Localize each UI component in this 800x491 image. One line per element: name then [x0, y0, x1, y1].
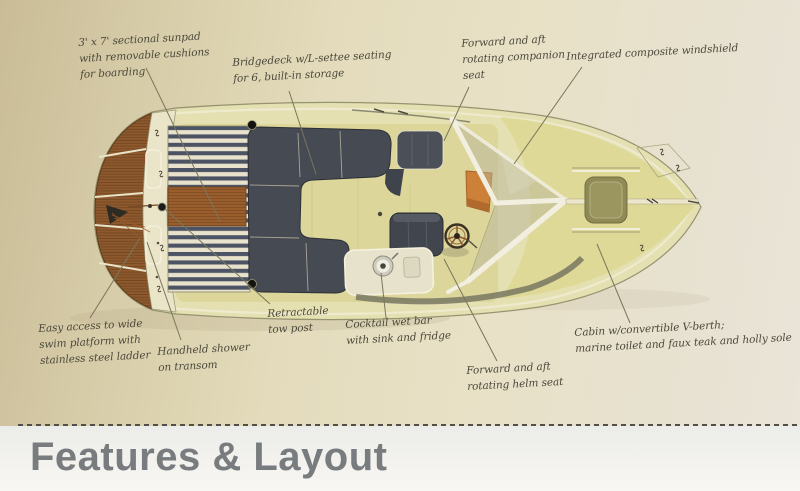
- floor-drain: [377, 211, 383, 217]
- helm-shadow: [441, 247, 469, 257]
- leader-wet-bar: [380, 272, 387, 319]
- companion-seat-cushion-shadow: [467, 198, 489, 212]
- leader-windshield: [513, 66, 583, 165]
- flag-staff: [127, 204, 159, 208]
- bow-cleats: [639, 148, 681, 252]
- leader-cabin: [596, 243, 631, 324]
- leader-tow-post: [164, 208, 271, 305]
- companion-seat: [396, 130, 444, 170]
- bow-centerline: [565, 198, 699, 205]
- companion-seat-base: [385, 169, 404, 196]
- flag-streamers: [111, 212, 151, 239]
- screw: [155, 275, 159, 279]
- page-heading: Features & Layout: [30, 435, 388, 479]
- centerline-cleat: [646, 198, 659, 204]
- callout-helm-seat: Forward and aft rotating helm seat: [466, 360, 564, 393]
- dashed-divider: [18, 424, 800, 426]
- sunpad-teak-walkway: [167, 186, 247, 227]
- coaming-shadow: [355, 255, 585, 305]
- screw: [156, 241, 160, 245]
- transom-cleats: [154, 129, 165, 293]
- callout-sunpad: 3' x 7' sectional sunpad with removable …: [78, 30, 210, 81]
- leader-swim-platform: [89, 237, 141, 319]
- callout-companion-seat: Forward and aft rotating companion seat: [461, 33, 566, 82]
- leader-sunpad: [145, 67, 221, 222]
- callout-tow-post: Retractable tow post: [267, 304, 329, 336]
- leader-lines: [89, 66, 631, 362]
- steering-wheel: [444, 223, 478, 249]
- helm-seat-top: [393, 214, 440, 222]
- gunwale-edge: [351, 109, 471, 123]
- callout-wet-bar: Cocktail wet bar with sink and fridge: [345, 314, 452, 347]
- settee-seams: [249, 130, 343, 292]
- leader-bridgedeck: [288, 90, 317, 175]
- bottom-panel: Features & Layout: [0, 424, 800, 491]
- platform-dividers: [94, 148, 147, 272]
- stern-fitting: [148, 204, 152, 208]
- flag: [106, 205, 128, 224]
- bow-hatch-lens: [589, 181, 623, 219]
- gunwale-cleats: [373, 108, 409, 115]
- callout-swim-platform: Easy access to wide swim platform with s…: [38, 317, 151, 367]
- transom-hatch: [145, 149, 162, 189]
- leader-companion-seat: [443, 86, 470, 142]
- wet-bar-sink: [372, 252, 399, 277]
- tow-post: [157, 202, 167, 212]
- leader-helm-seat: [443, 258, 498, 362]
- anchor-locker-outline: [636, 143, 691, 178]
- seat-seam: [425, 217, 428, 253]
- bow-fitting: [687, 200, 700, 204]
- callout-shower: Handheld shower on transom: [157, 341, 251, 374]
- windshield-frame: [446, 116, 569, 294]
- cupholder: [247, 120, 257, 130]
- leader-shower: [146, 241, 182, 341]
- seat-seam: [407, 217, 410, 253]
